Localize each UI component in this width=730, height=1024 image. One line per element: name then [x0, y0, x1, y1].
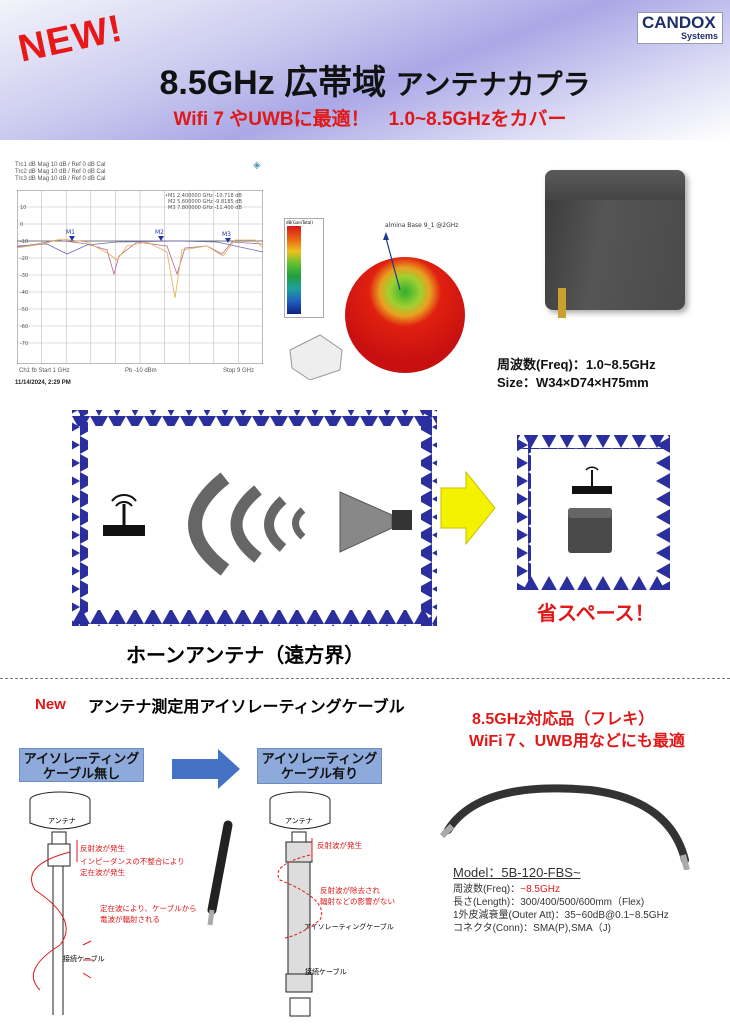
timestamp: 11/14/2024, 2:29 PM: [15, 380, 71, 386]
reflect-label: 反射波が発生: [80, 844, 125, 853]
router-icon: [103, 494, 145, 536]
antenna-diagram-without: [29, 791, 93, 1015]
freq-value: ~8.5GHz: [520, 884, 560, 895]
radiate-line-1: 定在波により、ケーブルから: [100, 904, 197, 913]
ytick: -10: [20, 239, 28, 245]
header-banner: [0, 0, 730, 140]
marker-readout: M2 5.600000 GHz -9.8185 dB: [168, 199, 242, 205]
promo-line-2: WiFi７、UWB用などにも最適: [469, 733, 685, 750]
antenna-label: アンテナ: [48, 818, 76, 825]
flex-cable-photo: [440, 784, 690, 870]
promo-line-1: 8.5GHz対応品（フレキ）: [472, 711, 655, 728]
ytick: -40: [20, 290, 28, 296]
radiation-pattern: dB(GainTotal) almina Base 9_1 @2GHz: [280, 210, 475, 380]
ytick: 0: [20, 222, 23, 228]
blue-arrow-icon: [172, 749, 240, 789]
freq-row: 周波数(Freq)：~8.5GHz: [453, 883, 669, 896]
radio-waves-icon: [188, 472, 306, 576]
ytick: -60: [20, 324, 28, 330]
small-router-icon: [572, 466, 612, 494]
antenna-label: アンテナ: [285, 818, 313, 825]
trace-3-line: [17, 238, 263, 299]
title-product: アンテナカプラ: [395, 69, 591, 100]
freq-label: 周波数(Freq)：: [453, 884, 521, 895]
marker-readout: •M1 2.400000 GHz -10.718 dB: [165, 193, 242, 199]
cable-promo: 8.5GHz対応品（フレキ） WiFi７、UWB用などにも最適: [469, 709, 685, 753]
gain-legend: dB(GainTotal): [284, 218, 324, 318]
power-level: Pb -10 dBm: [125, 368, 157, 374]
attenuation-row: 1外皮減衰量(Outer Att)：35~60dB@0.1~8.5GHz: [453, 910, 669, 921]
freq-spec: 周波数(Freq)：1.0~8.5GHz: [497, 357, 656, 372]
section-divider: [0, 678, 730, 679]
cable-label: 接続ケーブル: [63, 956, 105, 963]
cable-section-title: アンテナ測定用アイソレーティングケーブル: [88, 699, 405, 716]
sma-connector: [558, 288, 566, 318]
ytick: -50: [20, 307, 28, 313]
model-title: Model：5B-120-FBS~: [453, 865, 581, 880]
antenna-diagram-with: [269, 791, 331, 1017]
product-specs: 周波数(Freq)：1.0~8.5GHz Size：W34×D74×H75mm: [497, 356, 656, 392]
with-cable-box: アイソレーティング ケーブル有り: [257, 748, 382, 784]
short-cable-photo: [207, 820, 233, 926]
compact-coupler-chamber: [517, 435, 670, 590]
mismatch-line: インピーダンスの不整合により: [80, 857, 185, 866]
radiation-lobe: [345, 257, 465, 373]
coupler-box-icon: [568, 508, 612, 553]
without-cable-box: アイソレーティング ケーブル無し: [19, 748, 144, 782]
trace-2-label: Trc2 dB Mag 10 dB / Ref 0 dB Cal: [15, 169, 106, 175]
horn-antenna-icon: [339, 491, 412, 553]
legend-title: dB(GainTotal): [286, 220, 313, 225]
ytick: -70: [20, 341, 28, 347]
iso-cable-label: アイソレーティングケーブル: [304, 924, 394, 931]
marker-m1: M1: [66, 229, 75, 236]
horn-caption: ホーンアンテナ（遠方界）: [126, 645, 365, 667]
size-spec: Size：W34×D74×H75mm: [497, 375, 649, 390]
subtitle: Wifi 7 やUWBに最適！ 1.0~8.5GHzをカバー: [173, 109, 567, 130]
removed-line-2: 輻射などの影響がない: [320, 897, 395, 906]
radiate-label: 定在波により、ケーブルから電波が輻射される: [100, 903, 197, 925]
ytick: 10: [20, 205, 26, 211]
connector-row: コネクタ(Conn)：SMA(P),SMA（J): [453, 923, 611, 934]
standing-line: 定在波が発生: [80, 868, 125, 877]
removed-label: 反射波が除去され輻射などの影響がない: [320, 885, 395, 907]
cable-label: 接続ケーブル: [305, 969, 347, 976]
chamber-comparison: [72, 410, 670, 626]
coupler-model: [289, 334, 343, 380]
axis-arrow-icon: [383, 232, 389, 240]
start-freq: Ch1 fb Start 1 GHz: [19, 368, 70, 374]
trace-3-label: Trc3 dB Mag 10 dB / Ref 0 dB Cal: [15, 176, 106, 182]
page-title: 8.5GHz 広帯域 アンテナカプラ: [0, 55, 730, 104]
yellow-arrow-icon: [440, 470, 496, 546]
logo-subtext: Systems: [680, 31, 718, 41]
stop-freq: Stop 9 GHz: [223, 368, 255, 374]
trace-1-label: Trc1 dB Mag 10 dB / Ref 0 dB Cal: [15, 162, 106, 168]
length-row: 長さ(Length)：300/400/500/600mm（Flex): [453, 897, 645, 908]
horn-anechoic-chamber: [72, 410, 437, 626]
model-specs: Model：5B-120-FBS~ 周波数(Freq)：~8.5GHz 長さ(L…: [453, 866, 669, 935]
product-photo: [540, 160, 700, 330]
radiate-line-2: 電波が輻射される: [100, 915, 160, 924]
mismatch-label: インピーダンスの不整合により定在波が発生: [80, 856, 185, 878]
analyzer-plot: M1 M2 M3 10 0 -10 -20 -30 -40 -50 -60 -7…: [17, 190, 263, 364]
network-analyzer-screenshot: Trc1 dB Mag 10 dB / Ref 0 dB Cal Trc2 dB…: [15, 160, 265, 387]
marker-m2: M2: [155, 229, 164, 236]
trace-1-line: [17, 240, 263, 255]
ytick: -30: [20, 273, 28, 279]
trace-2-line: [17, 239, 263, 276]
simulation-label: almina Base 9_1 @2GHz: [385, 222, 459, 229]
logo-text: CANDOX: [642, 13, 716, 32]
title-main: 8.5GHz 広帯域: [159, 64, 387, 102]
removed-line-1: 反射波が除去され: [320, 886, 380, 895]
marker-readout: M3 7.800000 GHz -11.400 dB: [168, 205, 242, 211]
marker-m3: M3: [222, 231, 231, 238]
ytick: -20: [20, 256, 28, 262]
compact-caption: 省スペース！: [537, 603, 655, 625]
rs-logo-icon: ◈: [253, 160, 261, 171]
reflect-label: 反射波が発生: [317, 841, 362, 850]
new-label: New: [35, 696, 66, 713]
